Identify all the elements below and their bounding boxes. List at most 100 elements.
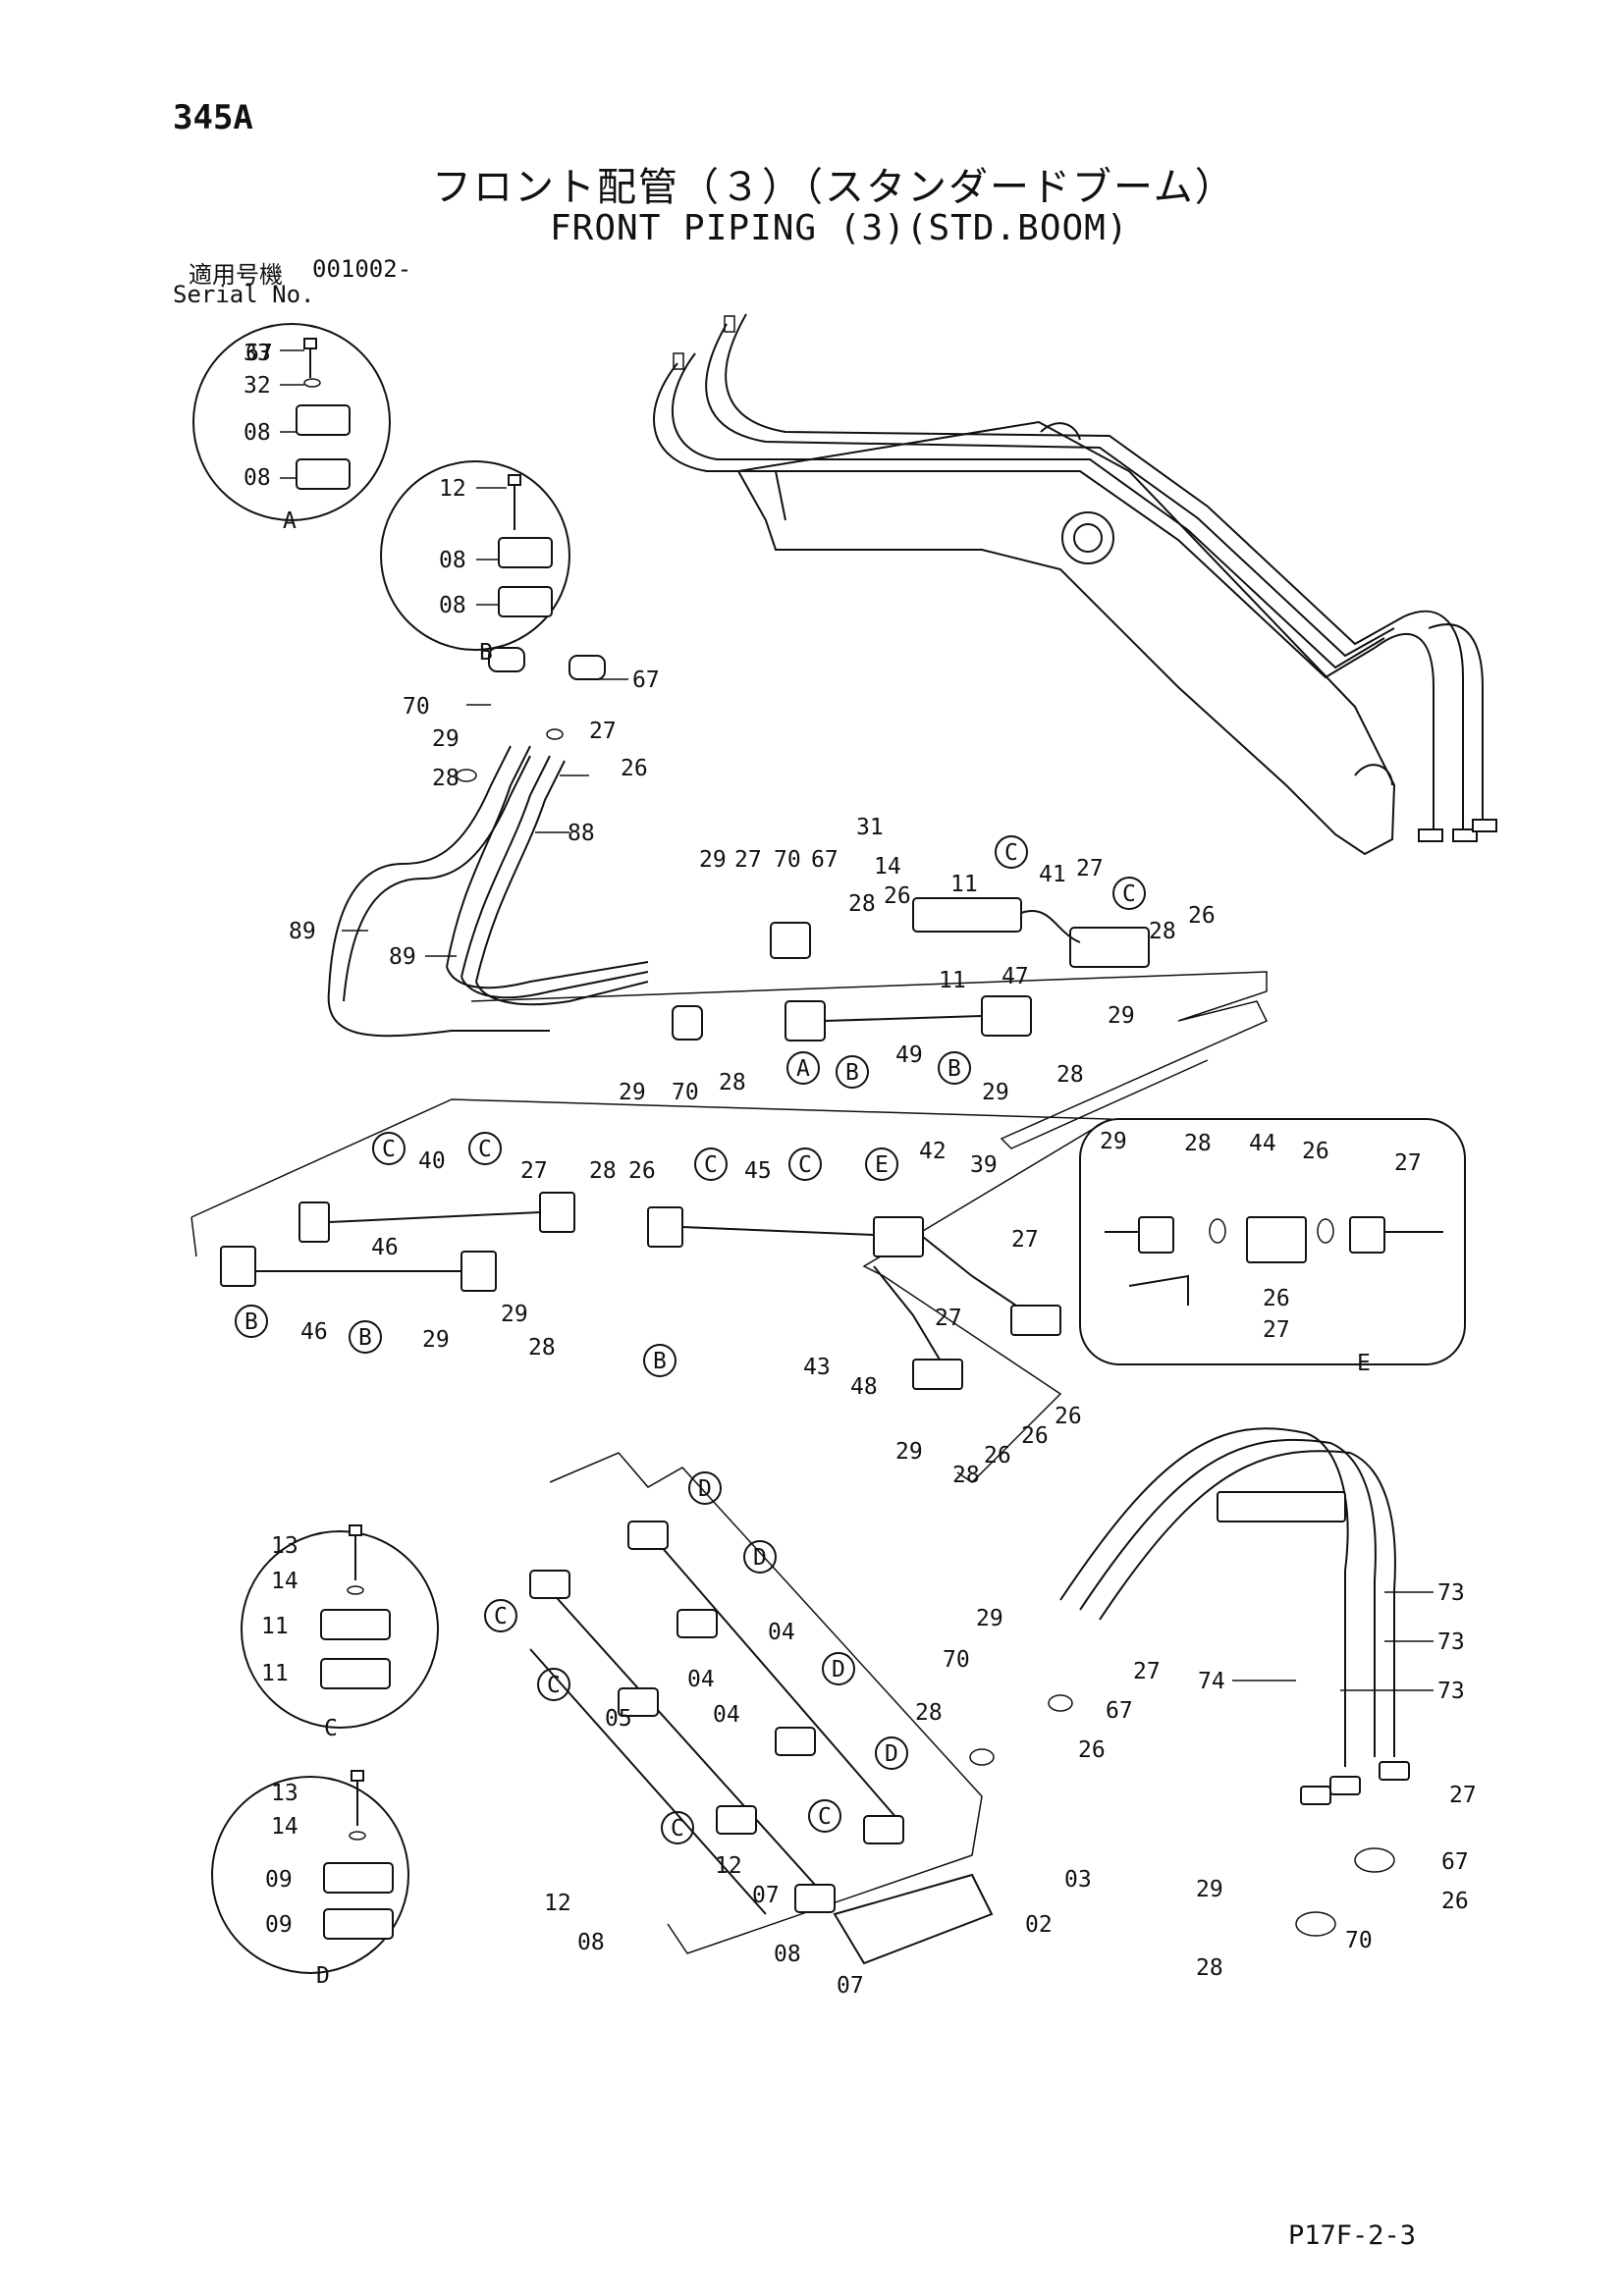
detail-letter-b: B (479, 640, 493, 666)
callout-40: 40 (418, 1148, 446, 1174)
ref-marker: A (786, 1051, 820, 1085)
callout-29: 29 (976, 1606, 1003, 1631)
detail-letter-d: D (316, 1963, 330, 1989)
ref-marker: C (661, 1811, 694, 1844)
leader-lines (280, 349, 1434, 1691)
callout-46: 46 (371, 1235, 399, 1260)
callout-12: 12 (439, 476, 466, 502)
svg-text:B: B (845, 1060, 859, 1086)
callout-07: 07 (837, 1973, 864, 1999)
callout-e-26: 26 (1263, 1286, 1290, 1311)
callout-04: 04 (713, 1702, 740, 1728)
callout-label: 67 (245, 341, 273, 366)
callout-08: 08 (244, 420, 271, 446)
callout-70: 70 (1345, 1928, 1373, 1953)
callout-28: 28 (1149, 919, 1176, 944)
callout-89: 89 (289, 919, 316, 944)
svg-text:D: D (832, 1657, 845, 1682)
callout-03: 03 (1064, 1867, 1092, 1893)
callout-88: 88 (568, 821, 595, 846)
ref-marker: C (372, 1132, 406, 1165)
serial-label-japanese: 適用号機 (189, 261, 283, 289)
callout-28: 28 (915, 1700, 943, 1726)
detail-letters: A B E C D (283, 508, 1371, 1989)
callout-29: 29 (982, 1080, 1009, 1105)
callout-26: 26 (628, 1158, 656, 1184)
callout-67: 67 (811, 847, 839, 873)
callout-c-11: 11 (261, 1614, 289, 1639)
callout-28: 28 (848, 891, 876, 917)
callout-26: 26 (884, 883, 911, 909)
callout-47: 47 (1001, 964, 1029, 989)
callout-28: 28 (528, 1335, 556, 1361)
callout-08: 08 (577, 1930, 605, 1955)
svg-text:C: C (704, 1152, 718, 1178)
ref-marker: C (537, 1668, 570, 1701)
callout-e-29: 29 (1100, 1129, 1127, 1154)
serial-label-english: Serial No. (173, 281, 315, 308)
svg-text:C: C (547, 1673, 561, 1698)
callout-39: 39 (970, 1152, 998, 1178)
callout-27: 27 (935, 1306, 962, 1331)
svg-text:C: C (478, 1137, 492, 1162)
callout-11: 11 (939, 968, 966, 993)
callout-29: 29 (895, 1439, 923, 1465)
callout-04: 04 (687, 1667, 715, 1692)
callout-d-09: 09 (265, 1912, 293, 1938)
svg-text:C: C (1004, 840, 1018, 866)
page-title-japanese: フロント配管（３）（スタンダードブーム） (432, 165, 1236, 210)
detail-view-d (211, 1770, 409, 1974)
callout-28: 28 (1056, 1062, 1084, 1088)
detail-view-c (241, 1524, 439, 1729)
callout-29: 29 (422, 1327, 450, 1353)
callout-26: 26 (1021, 1423, 1049, 1449)
callout-70: 70 (672, 1080, 699, 1105)
callout-33: 33 (244, 341, 271, 366)
ref-marker: B (349, 1320, 382, 1354)
detail-view-b (380, 460, 570, 651)
detail-view-e (1079, 1118, 1466, 1365)
svg-text:C: C (798, 1152, 812, 1178)
ref-marker: B (643, 1344, 677, 1377)
callout-c-13: 13 (271, 1533, 298, 1559)
callout-48: 48 (850, 1374, 878, 1400)
callout-74: 74 (1198, 1669, 1225, 1694)
ref-marker: B (235, 1305, 268, 1338)
detail-letter-c: C (324, 1716, 338, 1741)
circle-references: C C A B B C C C C E B B B D D D D C C C … (235, 835, 1146, 1844)
svg-text:C: C (818, 1804, 832, 1830)
callout-29: 29 (699, 847, 727, 873)
svg-text:D: D (698, 1476, 712, 1502)
callout-08: 08 (439, 593, 466, 618)
svg-text:B: B (358, 1325, 372, 1351)
ref-marker: C (484, 1599, 517, 1632)
callout-d-14: 14 (271, 1814, 298, 1840)
ref-marker: C (468, 1132, 502, 1165)
ref-marker: D (875, 1736, 908, 1770)
ref-marker: D (688, 1471, 722, 1505)
page-number: 345A (173, 98, 253, 137)
callout-41: 41 (1039, 862, 1066, 887)
callout-12: 12 (544, 1891, 571, 1916)
callout-27: 27 (1076, 856, 1104, 881)
callout-e-26: 26 (1302, 1139, 1329, 1164)
ref-marker: B (938, 1051, 971, 1085)
callout-73: 73 (1437, 1629, 1465, 1655)
callout-d-13: 13 (271, 1781, 298, 1806)
callout-49: 49 (895, 1042, 923, 1068)
lower-pipe-assembly (529, 1427, 1410, 1965)
callout-12: 12 (715, 1853, 742, 1879)
callout-c-14: 14 (271, 1569, 298, 1594)
middle-pipe-assembly (190, 1098, 1112, 1483)
svg-text:C: C (382, 1137, 396, 1162)
callout-67: 67 (1106, 1698, 1133, 1724)
svg-text:E: E (875, 1152, 889, 1178)
callout-26: 26 (1078, 1737, 1106, 1763)
callout-27: 27 (520, 1158, 548, 1184)
callout-28: 28 (952, 1463, 980, 1488)
callout-27: 27 (1449, 1783, 1477, 1808)
callout-29: 29 (619, 1080, 646, 1105)
callout-26: 26 (1055, 1404, 1082, 1429)
detail-view-a: 67 (192, 323, 391, 521)
drawing-code: P17F-2-3 (1288, 2220, 1417, 2251)
